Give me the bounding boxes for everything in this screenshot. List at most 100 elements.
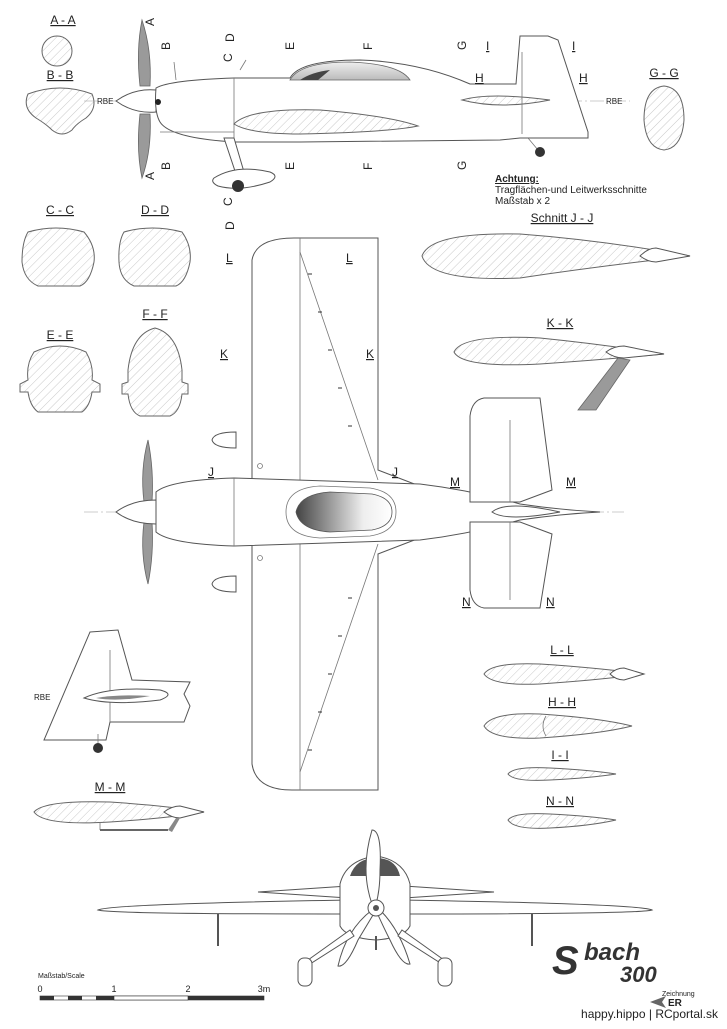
spinner — [115, 89, 157, 113]
section-gg-shape — [643, 85, 685, 151]
top-spinner — [115, 499, 157, 525]
section-ll-label: L - L — [550, 643, 574, 657]
side-view-cut-markers: A A B B C C D D E E F F G G I I H H — [143, 18, 588, 230]
top-stabilizer-lower — [469, 521, 553, 609]
section-nn-shape — [507, 813, 617, 829]
section-cc-label: C - C — [46, 203, 74, 217]
note-title: Achtung: — [495, 174, 539, 185]
svg-text:G: G — [455, 161, 469, 170]
svg-text:N: N — [462, 595, 471, 609]
top-view-cut-markers: L L K K J J M M N N — [208, 251, 576, 609]
section-ff-shape — [121, 327, 189, 417]
front-view — [96, 829, 654, 987]
side-gear-leg — [223, 137, 245, 175]
footer-credit: happy.hippo | RCportal.sk — [581, 1007, 719, 1021]
logo-initial: S — [552, 939, 579, 983]
svg-text:A: A — [143, 172, 157, 180]
scale-bar: Maßstab/Scale 0 1 2 3m — [37, 973, 271, 1001]
section-ii: I - I — [507, 748, 617, 781]
credit-label: Zeichnung — [662, 991, 695, 998]
tail-detail: RBE — [34, 629, 191, 753]
section-dd-shape — [118, 227, 191, 287]
svg-text:D: D — [223, 33, 237, 42]
front-propeller-top — [365, 829, 381, 905]
svg-text:B: B — [159, 42, 173, 50]
svg-text:L: L — [226, 251, 233, 265]
tail-detail-wheel — [93, 743, 103, 753]
svg-text:3m: 3m — [258, 984, 271, 994]
top-view — [84, 237, 624, 791]
section-hh-shape — [483, 713, 633, 739]
section-ll: L - L — [483, 643, 646, 685]
svg-text:H: H — [579, 71, 588, 85]
svg-text:J: J — [392, 465, 398, 479]
section-gg-label: G - G — [649, 66, 678, 80]
sbach-logo: S bach 300 — [552, 939, 657, 987]
note-line2: Maßstab x 2 — [495, 196, 550, 207]
section-jj-label: Schnitt J - J — [531, 211, 594, 225]
propeller-blade-bottom — [138, 113, 151, 180]
logo-bottom: 300 — [620, 962, 657, 987]
svg-text:J: J — [208, 465, 214, 479]
side-wing-root — [233, 109, 420, 135]
svg-text:1: 1 — [111, 984, 116, 994]
section-bb: B - B — [25, 68, 95, 135]
svg-text:N: N — [546, 595, 555, 609]
logo-top: bach — [584, 939, 640, 966]
section-nn: N - N — [507, 794, 617, 829]
note-line1: Tragflächen-und Leitwerksschnitte — [495, 185, 647, 196]
tail-detail-rbe: RBE — [34, 693, 50, 702]
svg-text:K: K — [220, 347, 228, 361]
section-hh-label: H - H — [548, 695, 576, 709]
svg-text:0: 0 — [37, 984, 42, 994]
svg-text:E: E — [283, 162, 297, 170]
svg-text:M: M — [566, 475, 576, 489]
svg-text:K: K — [366, 347, 374, 361]
section-ee-label: E - E — [47, 328, 74, 342]
section-kk: K - K — [453, 316, 665, 411]
section-ee-shape — [19, 345, 101, 413]
svg-text:F: F — [361, 163, 375, 170]
top-canopy — [295, 491, 393, 533]
section-cc-shape — [21, 227, 95, 287]
section-nn-label: N - N — [546, 794, 574, 808]
section-kk-label: K - K — [547, 316, 574, 330]
svg-text:F: F — [361, 43, 375, 50]
section-cc: C - C — [21, 203, 95, 287]
section-aa-shape — [41, 35, 73, 67]
credit-initials: ER — [668, 998, 683, 1009]
front-wheel-left — [297, 957, 313, 987]
svg-text:C: C — [221, 53, 235, 62]
svg-text:A: A — [143, 18, 157, 26]
svg-text:E: E — [283, 42, 297, 50]
section-mm: M - M — [33, 780, 205, 832]
side-stabilizer — [460, 95, 551, 106]
svg-text:M: M — [450, 475, 460, 489]
section-ii-label: I - I — [551, 748, 568, 762]
svg-text:B: B — [159, 162, 173, 170]
top-stabilizer-upper — [469, 397, 553, 503]
section-jj: Schnitt J - J — [421, 211, 691, 279]
section-dd: D - D — [118, 203, 191, 287]
section-kk-strut — [577, 357, 631, 411]
note: Achtung: Tragflächen-und Leitwerksschnit… — [495, 174, 647, 207]
section-ff-label: F - F — [142, 307, 167, 321]
section-mm-label: M - M — [95, 780, 126, 794]
scale-title: Maßstab/Scale — [38, 973, 85, 980]
side-view-rbe: RBE — [97, 97, 113, 106]
propeller-blade-top — [138, 18, 151, 87]
svg-text:2: 2 — [185, 984, 190, 994]
section-bb-label: B - B — [47, 68, 74, 82]
section-gg: G - G — [643, 66, 685, 151]
section-aa-label: A - A — [50, 13, 75, 27]
section-hh: H - H — [483, 695, 633, 739]
tail-detail-shape — [43, 629, 191, 741]
side-tail-wheel — [535, 147, 545, 157]
front-wheel-right — [437, 957, 453, 987]
section-aa: A - A — [41, 13, 76, 67]
section-ee: E - E — [19, 328, 101, 413]
svg-text:D: D — [223, 221, 237, 230]
side-view-rbe-tail: RBE — [606, 97, 622, 106]
section-bb-shape — [25, 87, 95, 135]
